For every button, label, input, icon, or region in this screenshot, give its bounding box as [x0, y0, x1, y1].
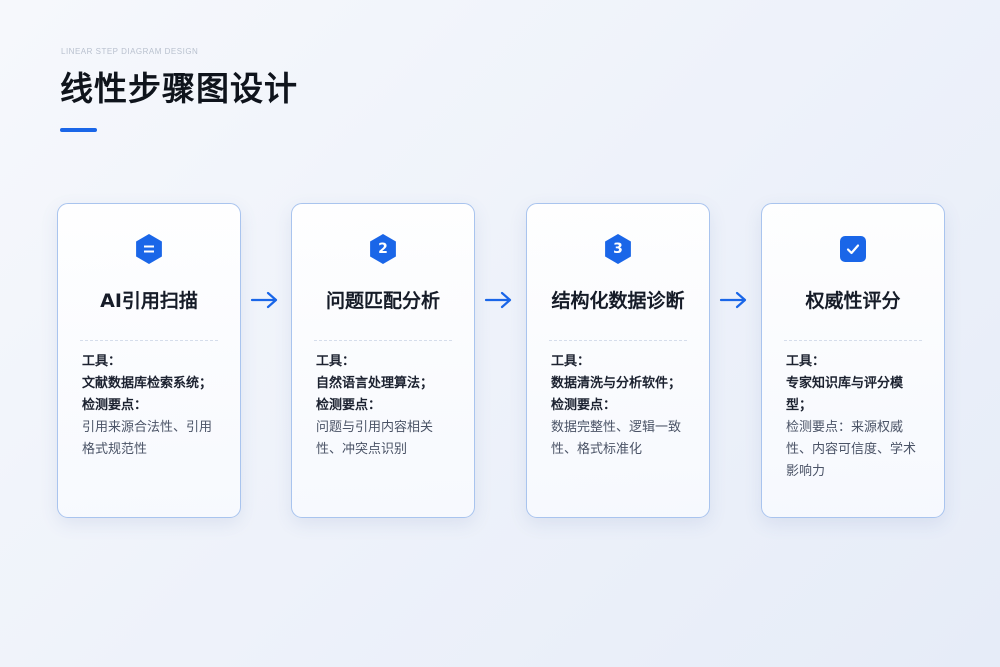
tool-value: 数据清洗与分析软件；: [551, 376, 682, 391]
title-underline: [60, 128, 97, 132]
checkmark-icon: [840, 236, 866, 262]
step-number-badge: 3: [605, 234, 631, 264]
divider: [80, 340, 218, 341]
points-label: 检测要点：: [316, 398, 382, 413]
step-number-badge: 2: [370, 234, 396, 264]
step-card-3: 3 结构化数据诊断 工具： 数据清洗与分析软件； 检测要点： 数据完整性、逻辑一…: [526, 203, 710, 518]
step-card-4: 权威性评分 工具： 专家知识库与评分模型； 检测要点：来源权威性、内容可信度、学…: [761, 203, 945, 518]
step-title: 权威性评分: [805, 290, 901, 312]
divider: [314, 340, 452, 341]
arrow-right-icon: [250, 291, 278, 309]
points-label: 检测要点：: [551, 398, 617, 413]
step-body: 工具： 专家知识库与评分模型； 检测要点：来源权威性、内容可信度、学术影响力: [786, 351, 926, 483]
divider: [549, 340, 687, 341]
points-value: 引用来源合法性、引用格式规范性: [82, 420, 213, 457]
tool-label: 工具：: [316, 354, 356, 369]
step-title: AI引用扫描: [100, 290, 198, 312]
points-value: 检测要点：来源权威性、内容可信度、学术影响力: [786, 420, 917, 479]
step-body: 工具： 自然语言处理算法； 检测要点： 问题与引用内容相关性、冲突点识别: [316, 351, 456, 461]
page-title: 线性步骤图设计: [60, 69, 298, 108]
tool-value: 专家知识库与评分模型；: [786, 376, 904, 413]
eyebrow-text: LINEAR STEP DIAGRAM DESIGN: [61, 47, 199, 56]
step-title: 问题匹配分析: [325, 290, 440, 312]
arrow-right-icon: [719, 291, 747, 309]
tool-label: 工具：: [82, 354, 122, 369]
step-body: 工具： 文献数据库检索系统； 检测要点： 引用来源合法性、引用格式规范性: [82, 351, 222, 461]
tool-value: 文献数据库检索系统；: [82, 376, 213, 391]
step-card-1: AI引用扫描 工具： 文献数据库检索系统； 检测要点： 引用来源合法性、引用格式…: [57, 203, 241, 518]
step-card-2: 2 问题匹配分析 工具： 自然语言处理算法； 检测要点： 问题与引用内容相关性、…: [291, 203, 475, 518]
points-label: 检测要点：: [82, 398, 148, 413]
step-title: 结构化数据诊断: [551, 290, 685, 312]
points-value: 数据完整性、逻辑一致性、格式标准化: [551, 420, 682, 457]
divider: [784, 340, 922, 341]
tool-value: 自然语言处理算法；: [316, 376, 434, 391]
step-body: 工具： 数据清洗与分析软件； 检测要点： 数据完整性、逻辑一致性、格式标准化: [551, 351, 691, 461]
points-value: 问题与引用内容相关性、冲突点识别: [316, 420, 434, 457]
equals-icon: [136, 234, 162, 264]
tool-label: 工具：: [551, 354, 591, 369]
arrow-right-icon: [484, 291, 512, 309]
tool-label: 工具：: [786, 354, 826, 369]
